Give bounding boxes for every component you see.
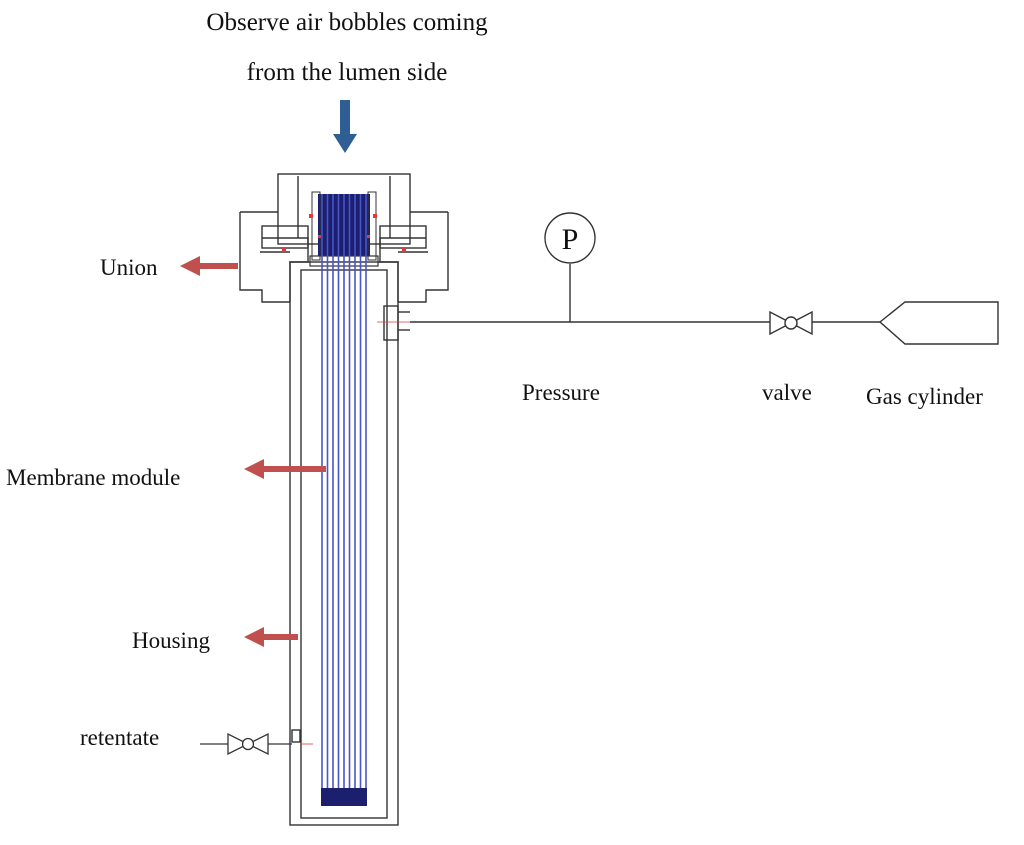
gauge-symbol: P (562, 223, 579, 256)
label-membrane-module: Membrane module (6, 465, 180, 490)
label-retentate: retentate (80, 725, 159, 750)
union-arrow-icon (180, 256, 238, 276)
pressure-gauge-icon: P (544, 212, 596, 264)
label-pressure: Pressure (522, 380, 600, 405)
label-union: Union (100, 255, 158, 280)
membrane-module-arrow-icon (244, 459, 326, 479)
hollow-fibers (321, 194, 367, 806)
gas-cylinder-icon (878, 301, 999, 345)
label-housing: Housing (132, 628, 210, 653)
label-gas-cylinder: Gas cylinder (866, 384, 983, 409)
label-valve: valve (762, 380, 812, 405)
observation-arrow-icon (333, 100, 357, 153)
gas-line (377, 264, 880, 323)
retentate-valve-icon (227, 732, 269, 756)
title-line-2: from the lumen side (247, 59, 448, 86)
seal-marks (282, 214, 406, 252)
gas-valve-icon (769, 310, 813, 336)
title-line-1: Observe air bobbles coming (206, 9, 488, 36)
housing-arrow-icon (244, 627, 298, 647)
membrane-module (309, 191, 379, 806)
